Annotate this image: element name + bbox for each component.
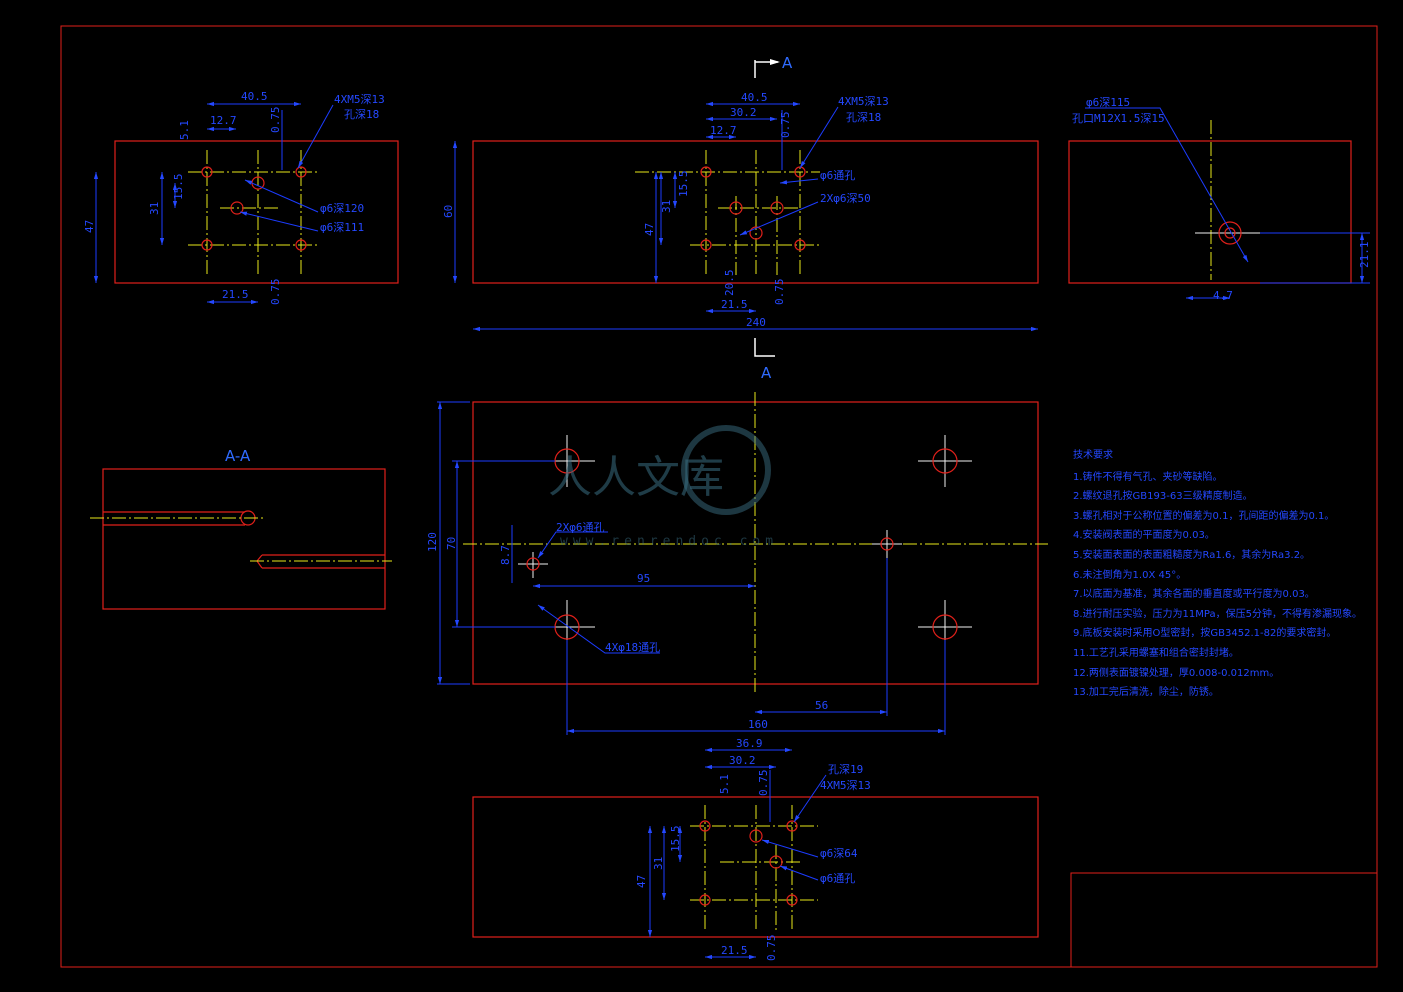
note-item: 11.工艺孔采用螺塞和组合密封封堵。	[1073, 646, 1239, 659]
dim-bot-6: 47	[635, 875, 648, 888]
dim-v2-1: 30.2	[730, 106, 757, 119]
notes-title: 技术要求	[1073, 448, 1113, 461]
dim-v2-4: 15.5	[677, 171, 690, 198]
note-item: 4.安装阀表面的平面度为0.03。	[1073, 528, 1215, 541]
callout-v2-2: φ6通孔	[820, 169, 855, 182]
dim-v2-7: 60	[442, 205, 455, 218]
view-left-side: 40.5 12.7 0.75 5.1 15.5 31 47 21.5 0.75 …	[83, 90, 399, 306]
section-title: A-A	[225, 447, 251, 465]
watermark-text: 人人文库	[548, 452, 724, 503]
callout-main-0: 2Xφ6通孔	[556, 521, 605, 534]
note-item: 1.铸件不得有气孔、夹砂等缺陷。	[1073, 470, 1223, 483]
dim-v2-8: 20.5	[723, 270, 736, 297]
callout-v1-0: 4XM5深13	[334, 93, 385, 106]
note-item: 3.螺孔相对于公称位置的偏差为0.1，孔间距的偏差为0.1。	[1073, 509, 1334, 522]
dim-v1-8: 0.75	[269, 279, 282, 306]
watermark-url: www.renrendoc.com	[560, 534, 778, 549]
section-label-top: A	[782, 54, 793, 72]
view-bottom: 36.9 30.2 5.1 0.75 15.5 31 47 21.5 0.75 …	[472, 737, 1039, 962]
title-block	[1070, 872, 1378, 968]
view-left-outline	[114, 140, 399, 284]
dim-v2-9: 21.5	[721, 298, 748, 311]
dim-v2-10: 0.75	[773, 279, 786, 306]
note-item: 6.未注倒角为1.0X 45°。	[1073, 568, 1186, 581]
dim-v2-3: 0.75	[779, 112, 792, 139]
callout-bot-3: φ6通孔	[820, 872, 855, 885]
callout-v1-2: φ6深120	[320, 202, 364, 215]
callout-bot-2: φ6深64	[820, 847, 858, 860]
view-top: 120 70 8.7 95 56 160 2Xφ6通孔 4Xφ18通孔	[426, 392, 1048, 735]
dim-bot-5: 31	[652, 857, 665, 870]
note-item: 2.螺纹退孔按GB193-63三级精度制造。	[1073, 489, 1253, 502]
dim-v1-5: 31	[148, 202, 161, 215]
dim-v1-4: 15.5	[172, 174, 185, 201]
dim-main-5: 160	[748, 718, 768, 731]
dim-v1-1: 12.7	[210, 114, 237, 127]
section-view-a-a: A-A	[90, 447, 392, 610]
note-item: 13.加工完后清洗，除尘，防锈。	[1073, 685, 1219, 698]
technical-requirements: 技术要求 1.铸件不得有气孔、夹砂等缺陷。 2.螺纹退孔按GB193-63三级精…	[1073, 448, 1362, 698]
dim-v3-1: 21.1	[1358, 242, 1371, 269]
section-label-bottom: A	[761, 364, 772, 382]
view-right-side: 21.1 4.7 φ6深115 孔口M12X1.5深15	[1068, 96, 1371, 302]
dim-main-0: 120	[426, 532, 439, 552]
drawing-border	[60, 25, 1378, 968]
dim-v2-6: 47	[643, 223, 656, 236]
dim-v3-0: 4.7	[1213, 289, 1233, 302]
callout-v3-0: φ6深115	[1086, 96, 1130, 109]
note-item: 7.以底面为基准，其余各面的垂直度或平行度为0.03。	[1073, 587, 1315, 600]
callout-bot-1: 4XM5深13	[820, 779, 871, 792]
view-front-outline	[472, 140, 1039, 284]
callout-v2-3: 2Xφ6深50	[820, 192, 871, 205]
dim-bot-0: 36.9	[736, 737, 763, 750]
dim-v1-3: 5.1	[178, 120, 191, 140]
dim-bot-2: 5.1	[718, 774, 731, 794]
callout-v1-3: φ6深111	[320, 221, 364, 234]
watermark: 人人文库 www.renrendoc.com	[548, 425, 778, 549]
note-item: 12.两侧表面镀镍处理，厚0.008-0.012mm。	[1073, 666, 1279, 679]
dim-main-1: 70	[445, 537, 458, 550]
dim-bot-8: 0.75	[765, 935, 778, 962]
dim-v2-0: 40.5	[741, 91, 768, 104]
view-bottom-outline	[472, 796, 1039, 938]
section-cut-marks: A A	[754, 54, 793, 382]
view-front: 40.5 30.2 12.7 0.75 15.5 31 47 60 20.5 2…	[442, 91, 1039, 332]
dim-main-2: 8.7	[499, 545, 512, 565]
dim-bot-7: 21.5	[721, 944, 748, 957]
dim-v1-0: 40.5	[241, 90, 268, 103]
note-item: 9.底板安装时采用O型密封，按GB3452.1-82的要求密封。	[1073, 626, 1336, 639]
dim-bot-1: 30.2	[729, 754, 756, 767]
callout-v2-0: 4XM5深13	[838, 95, 889, 108]
callout-v1-1: 孔深18	[344, 108, 379, 121]
callout-bot-0: 孔深19	[828, 763, 863, 776]
dim-v1-6: 47	[83, 220, 96, 233]
dim-bot-4: 15.5	[669, 826, 682, 853]
callout-v2-1: 孔深18	[846, 111, 881, 124]
dim-v2-11: 240	[746, 316, 766, 329]
note-item: 5.安装面表面的表面粗糙度为Ra1.6，其余为Ra3.2。	[1073, 548, 1310, 561]
note-item: 8.进行耐压实验，压力为11MPa，保压5分钟，不得有渗漏现象。	[1073, 607, 1362, 620]
dim-v1-2: 0.75	[269, 107, 282, 134]
dim-v2-5: 31	[660, 200, 673, 213]
watermark-logo-icon	[681, 425, 771, 515]
dim-main-4: 56	[815, 699, 828, 712]
section-outline	[102, 468, 386, 610]
dim-main-3: 95	[637, 572, 650, 585]
callout-main-1: 4Xφ18通孔	[605, 641, 660, 654]
view-right-outline	[1068, 140, 1352, 284]
callout-v3-1: 孔口M12X1.5深15	[1072, 112, 1165, 125]
dim-bot-3: 0.75	[757, 770, 770, 797]
dim-v1-7: 21.5	[222, 288, 249, 301]
dim-v2-2: 12.7	[710, 124, 737, 137]
